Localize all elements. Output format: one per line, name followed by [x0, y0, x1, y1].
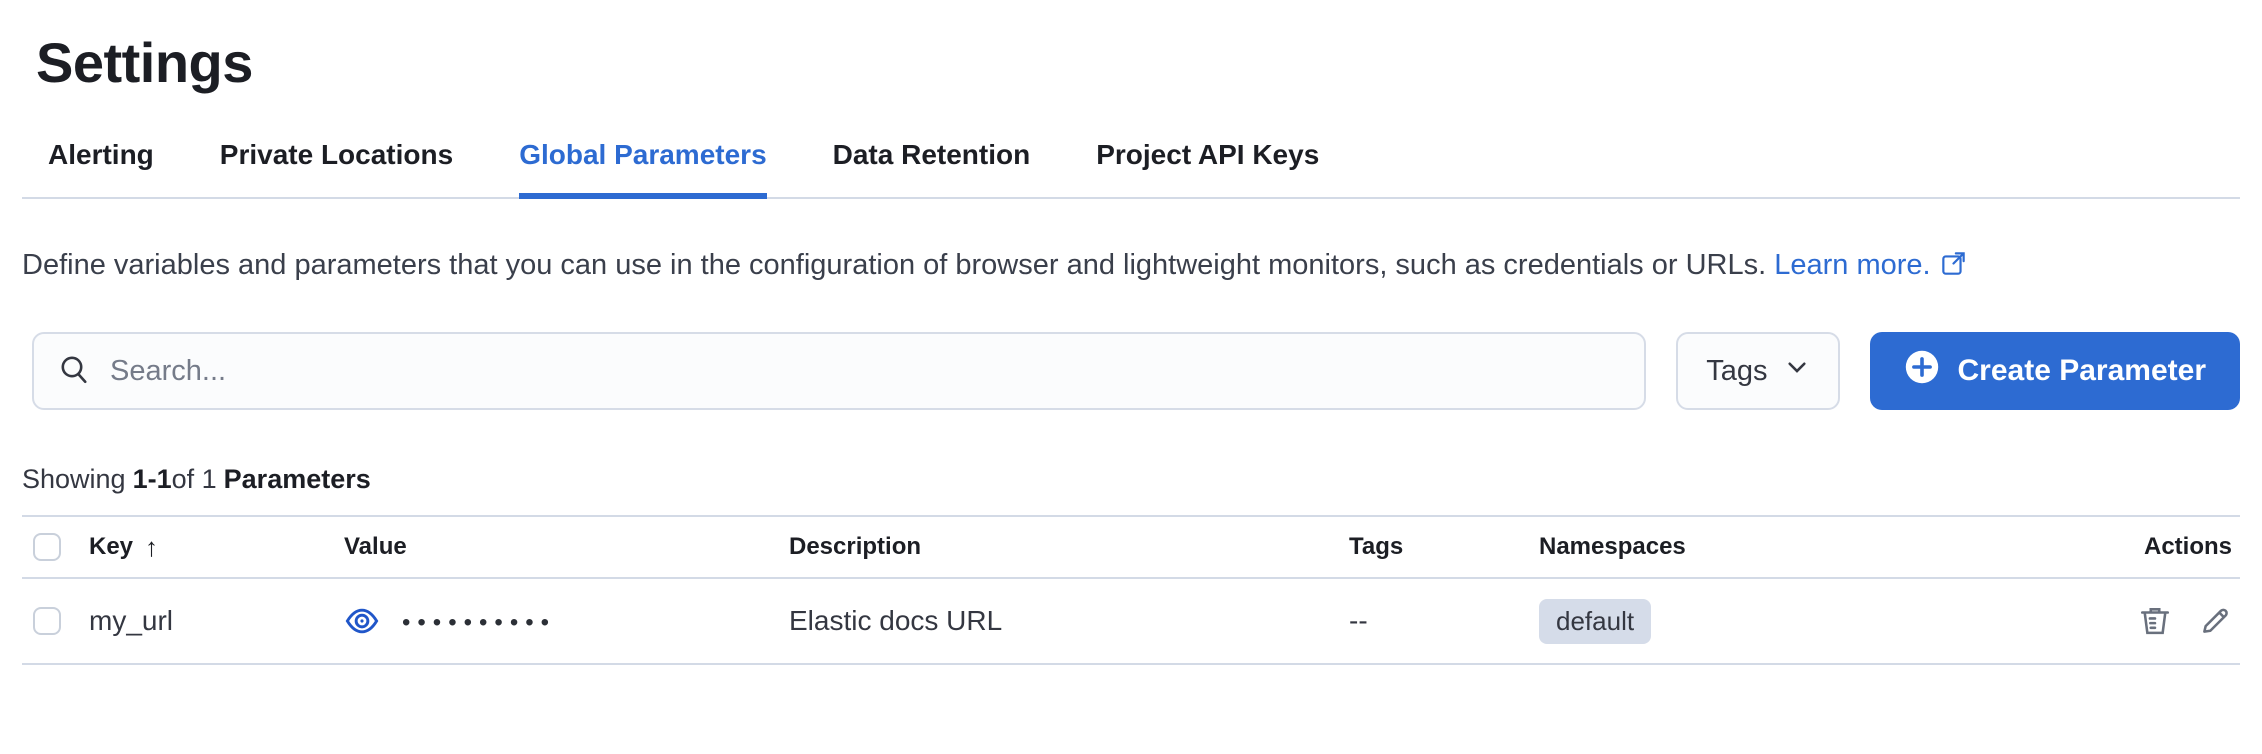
row-select-cell: [22, 607, 89, 635]
edit-parameter-button[interactable]: [2198, 604, 2232, 638]
table-row: my_url •••••••••• Elastic docs URL -- de…: [22, 579, 2240, 665]
tab-private-locations[interactable]: Private Locations: [219, 139, 454, 170]
parameters-table: Key ↑ Value Description Tags Namespaces …: [22, 515, 2240, 665]
settings-tab-bar: Alerting Private Locations Global Parame…: [22, 139, 2240, 199]
select-all-checkbox[interactable]: [33, 533, 61, 561]
namespace-badge: default: [1539, 598, 1652, 644]
column-header-tags: Tags: [1349, 533, 1404, 560]
tab-global-parameters[interactable]: Global Parameters: [519, 139, 768, 199]
search-icon: [58, 353, 90, 390]
table-header-row: Key ↑ Value Description Tags Namespaces …: [22, 515, 2240, 579]
chevron-down-icon: [1784, 354, 1810, 388]
create-parameter-label: Create Parameter: [1957, 354, 2206, 387]
column-header-key[interactable]: Key ↑: [89, 531, 159, 562]
results-entity: Parameters: [223, 464, 371, 494]
row-tags-cell: --: [1349, 605, 1539, 637]
parameter-tags: --: [1349, 605, 1368, 636]
eye-icon[interactable]: [344, 603, 380, 639]
delete-parameter-button[interactable]: [2138, 604, 2172, 638]
settings-page: Settings Alerting Private Locations Glob…: [0, 30, 2262, 754]
external-link-icon: [1941, 243, 1966, 292]
row-description-cell: Elastic docs URL: [789, 605, 1349, 637]
learn-more-link[interactable]: Learn more.: [1774, 249, 1965, 281]
column-header-actions: Actions: [2143, 533, 2232, 560]
create-parameter-button[interactable]: Create Parameter: [1869, 332, 2240, 410]
sort-ascending-icon: ↑: [145, 531, 159, 562]
tab-data-retention[interactable]: Data Retention: [832, 139, 1031, 170]
tags-filter-label: Tags: [1706, 354, 1768, 387]
parameter-key: my_url: [89, 605, 174, 636]
page-title: Settings: [36, 31, 253, 94]
trash-icon: [2138, 608, 2172, 641]
header-select-all-cell: [22, 533, 89, 561]
results-range: 1-1: [132, 464, 172, 494]
column-header-description: Description: [789, 533, 922, 560]
row-value-cell: ••••••••••: [344, 603, 789, 639]
search-input[interactable]: [110, 354, 1621, 388]
search-box: [32, 332, 1647, 410]
parameter-description: Elastic docs URL: [789, 605, 1003, 636]
description-text: Define variables and parameters that you…: [22, 249, 1767, 281]
page-description: Define variables and parameters that you…: [22, 241, 2222, 292]
column-header-value: Value: [344, 533, 407, 560]
row-namespaces-cell: default: [1539, 598, 2134, 644]
tab-alerting[interactable]: Alerting: [48, 139, 154, 170]
masked-value: ••••••••••: [402, 609, 557, 636]
row-key-cell: my_url: [89, 605, 344, 637]
column-header-namespaces: Namespaces: [1539, 533, 1686, 560]
plus-in-circle-icon: [1904, 349, 1940, 393]
row-checkbox[interactable]: [33, 607, 61, 635]
tags-filter-button[interactable]: Tags: [1676, 332, 1840, 410]
pencil-icon: [2198, 608, 2232, 641]
tab-project-api-keys[interactable]: Project API Keys: [1096, 139, 1320, 170]
row-actions-cell: [2134, 604, 2240, 638]
parameters-toolbar: Tags Create Parameter: [32, 332, 2240, 410]
